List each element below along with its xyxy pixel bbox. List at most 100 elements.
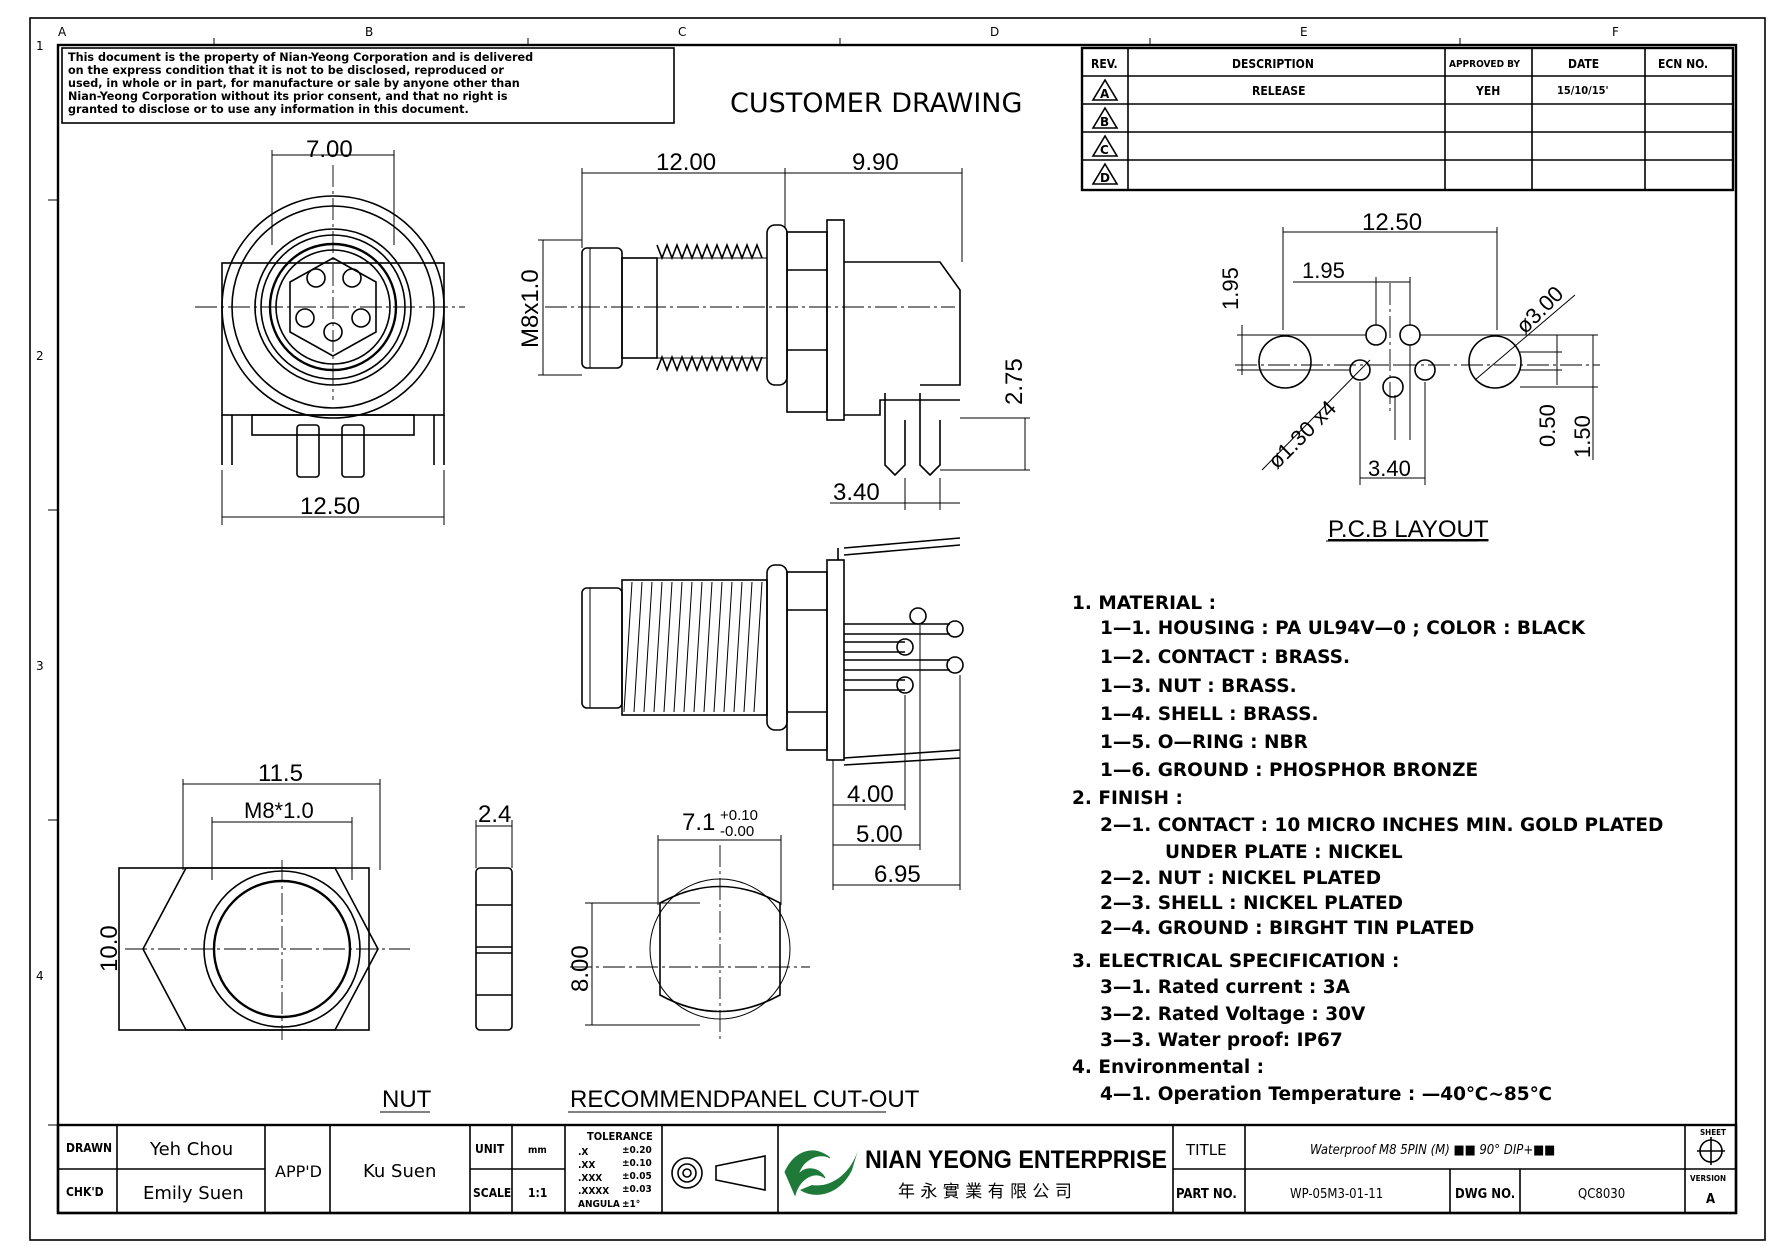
dim-nut-thread: M8*1.0 bbox=[244, 798, 314, 823]
rev-a-description: RELEASE bbox=[1252, 84, 1305, 98]
dim-nut-width: 11.5 bbox=[258, 760, 303, 787]
grid-col-b: B bbox=[365, 25, 373, 39]
title-block: DRAWN Yeh Chou CHK'D Emily Suen APP'D Ku… bbox=[56, 1123, 1738, 1215]
spec-line: 1—2. CONTACT : BRASS. bbox=[1100, 647, 1350, 668]
dim-front-width: 7.00 bbox=[306, 136, 353, 163]
svg-text:±0.03: ±0.03 bbox=[622, 1184, 652, 1195]
scale-value: 1:1 bbox=[528, 1186, 547, 1200]
title-value: Waterproof M8 5PIN (M) ■■ 90° DIP+■■ bbox=[1310, 1143, 1555, 1158]
title-label: TITLE bbox=[1185, 1141, 1227, 1159]
dim-cutout-height: 8.00 bbox=[567, 945, 594, 992]
rev-b-triangle: B bbox=[1091, 106, 1119, 129]
version-value: A bbox=[1706, 1192, 1715, 1207]
disclaimer-line: This document is the property of Nian-Ye… bbox=[68, 51, 533, 64]
rev-a-approved: YEH bbox=[1475, 84, 1500, 98]
spec-line: 1. MATERIAL : bbox=[1072, 593, 1216, 614]
spec-line: 1—3. NUT : BRASS. bbox=[1100, 676, 1297, 697]
pcb-layout: 12.50 1.95 1.95 ø3.00 ø1.30 x4 0.50 1.50… bbox=[1218, 209, 1600, 543]
dim-pin-pitch: 3.40 bbox=[833, 479, 880, 506]
unit-label: UNIT bbox=[475, 1142, 505, 1156]
part-value: WP-05M3-01-11 bbox=[1290, 1187, 1383, 1202]
company-name-cn: 年 永 實 業 有 限 公 司 bbox=[898, 1182, 1072, 1202]
svg-text:D: D bbox=[1100, 171, 1110, 185]
spec-line: 2—3. SHELL : NICKEL PLATED bbox=[1100, 893, 1403, 914]
part-label: PART NO. bbox=[1176, 1187, 1237, 1202]
svg-text:B: B bbox=[1100, 115, 1109, 129]
rev-a-triangle: A bbox=[1091, 78, 1119, 101]
grid-col-c: C bbox=[678, 25, 686, 39]
spec-line: 4—1. Operation Temperature : —40℃~85℃ bbox=[1100, 1084, 1552, 1105]
grid-row-4: 4 bbox=[36, 969, 44, 983]
dim-top-1: 4.00 bbox=[847, 781, 894, 808]
dim-top-3: 6.95 bbox=[874, 861, 921, 888]
disclaimer-line: granted to disclose or to use any inform… bbox=[68, 103, 469, 116]
svg-text:.X: .X bbox=[578, 1147, 588, 1158]
disclaimer-box bbox=[61, 47, 675, 124]
svg-text:C: C bbox=[1100, 143, 1109, 157]
svg-text:±0.20: ±0.20 bbox=[622, 1145, 652, 1156]
front-view: 7.00 12.50 bbox=[195, 136, 465, 525]
spec-line: UNDER PLATE : NICKEL bbox=[1165, 842, 1403, 863]
rev-a-date: 15/10/15' bbox=[1557, 84, 1609, 97]
side-view: 12.00 9.90 M8x1.0 2.75 3.40 bbox=[517, 149, 1030, 510]
dim-side-thread: M8x1.0 bbox=[517, 269, 544, 348]
spec-line: 3. ELECTRICAL SPECIFICATION : bbox=[1072, 951, 1399, 972]
ecn-header: ECN NO. bbox=[1658, 57, 1708, 71]
dim-thread-length: 12.00 bbox=[656, 149, 716, 176]
spec-line: 2—4. GROUND : BIRGHT TIN PLATED bbox=[1100, 918, 1474, 939]
dim-cutout-width: 7.1 bbox=[682, 809, 715, 836]
projection-symbol-icon bbox=[671, 1155, 766, 1191]
revision-table: REV. DESCRIPTION APPROVED BY DATE ECN NO… bbox=[1080, 46, 1735, 192]
dim-front-base: 12.50 bbox=[300, 493, 360, 520]
approved-by: Ku Suen bbox=[363, 1161, 436, 1182]
date-header: DATE bbox=[1568, 57, 1599, 71]
nut-side-view: 2.4 bbox=[475, 801, 513, 1031]
description-header: DESCRIPTION bbox=[1232, 57, 1314, 71]
cutout-view: 7.1 +0.10 -0.00 8.00 RECOMMENDPANEL CUT-… bbox=[567, 807, 920, 1113]
dim-top-2: 5.00 bbox=[856, 821, 903, 848]
dim-pcb-b: 1.95 bbox=[1218, 267, 1243, 310]
drawn-by: Yeh Chou bbox=[149, 1139, 233, 1160]
page-title: CUSTOMER DRAWING bbox=[730, 88, 1022, 119]
cutout-label: RECOMMENDPANEL CUT-OUT bbox=[570, 1086, 920, 1113]
spec-line: 3—2. Rated Voltage : 30V bbox=[1100, 1004, 1366, 1025]
approved-label: APP'D bbox=[275, 1162, 322, 1181]
spec-line: 3—1. Rated current : 3A bbox=[1100, 977, 1351, 998]
spec-line: 1—1. HOUSING : PA UL94V—0 ; COLOR : BLAC… bbox=[1100, 618, 1586, 639]
grid-col-f: F bbox=[1612, 25, 1619, 39]
svg-text:ANGULA: ANGULA bbox=[578, 1199, 620, 1210]
disclaimer-line: on the express condition that it is not … bbox=[68, 64, 504, 77]
grid-col-d: D bbox=[990, 25, 999, 39]
rev-c-triangle: C bbox=[1091, 134, 1119, 157]
outer-frame bbox=[29, 17, 1766, 1241]
nut-view: 11.5 M8*1.0 10.0 NUT bbox=[96, 760, 432, 1113]
grid-col-e: E bbox=[1300, 25, 1308, 39]
dim-pcb-total: 12.50 bbox=[1362, 209, 1422, 236]
company-logo-icon bbox=[784, 1150, 858, 1197]
dim-pcb-c: 0.50 bbox=[1535, 404, 1560, 447]
unit-value: mm bbox=[528, 1145, 547, 1156]
grid-col-a: A bbox=[58, 25, 67, 39]
checked-by: Emily Suen bbox=[143, 1183, 244, 1204]
dim-pcb-a: 1.95 bbox=[1302, 258, 1345, 283]
spec-line: 3—3. Water proof: IP67 bbox=[1100, 1030, 1343, 1051]
scale-label: SCALE bbox=[473, 1186, 511, 1200]
spec-line: 1—6. GROUND : PHOSPHOR BRONZE bbox=[1100, 760, 1478, 781]
spec-line: 2—1. CONTACT : 10 MICRO INCHES MIN. GOLD… bbox=[1100, 815, 1663, 836]
svg-text:±1°: ±1° bbox=[622, 1199, 640, 1210]
top-view: 4.00 5.00 6.95 bbox=[581, 537, 964, 890]
spec-line: 4. Environmental : bbox=[1072, 1057, 1264, 1078]
pcb-layout-label: P.C.B LAYOUT bbox=[1328, 516, 1489, 543]
approved-header: APPROVED BY bbox=[1449, 59, 1520, 70]
checked-label: CHK'D bbox=[66, 1185, 104, 1199]
dim-nut-height: 10.0 bbox=[96, 925, 123, 972]
svg-text:.XXXX: .XXXX bbox=[578, 1186, 609, 1197]
dim-cutout-tol-minus: -0.00 bbox=[720, 823, 754, 840]
spec-line: 1—4. SHELL : BRASS. bbox=[1100, 704, 1319, 725]
grid-row-3: 3 bbox=[36, 659, 44, 673]
svg-text:±0.05: ±0.05 bbox=[622, 1171, 652, 1182]
grid-markers: A B C D E F 1 2 3 4 bbox=[36, 25, 1619, 1126]
grid-row-1: 1 bbox=[36, 39, 44, 53]
dim-pcb-d: 1.50 bbox=[1570, 415, 1595, 458]
